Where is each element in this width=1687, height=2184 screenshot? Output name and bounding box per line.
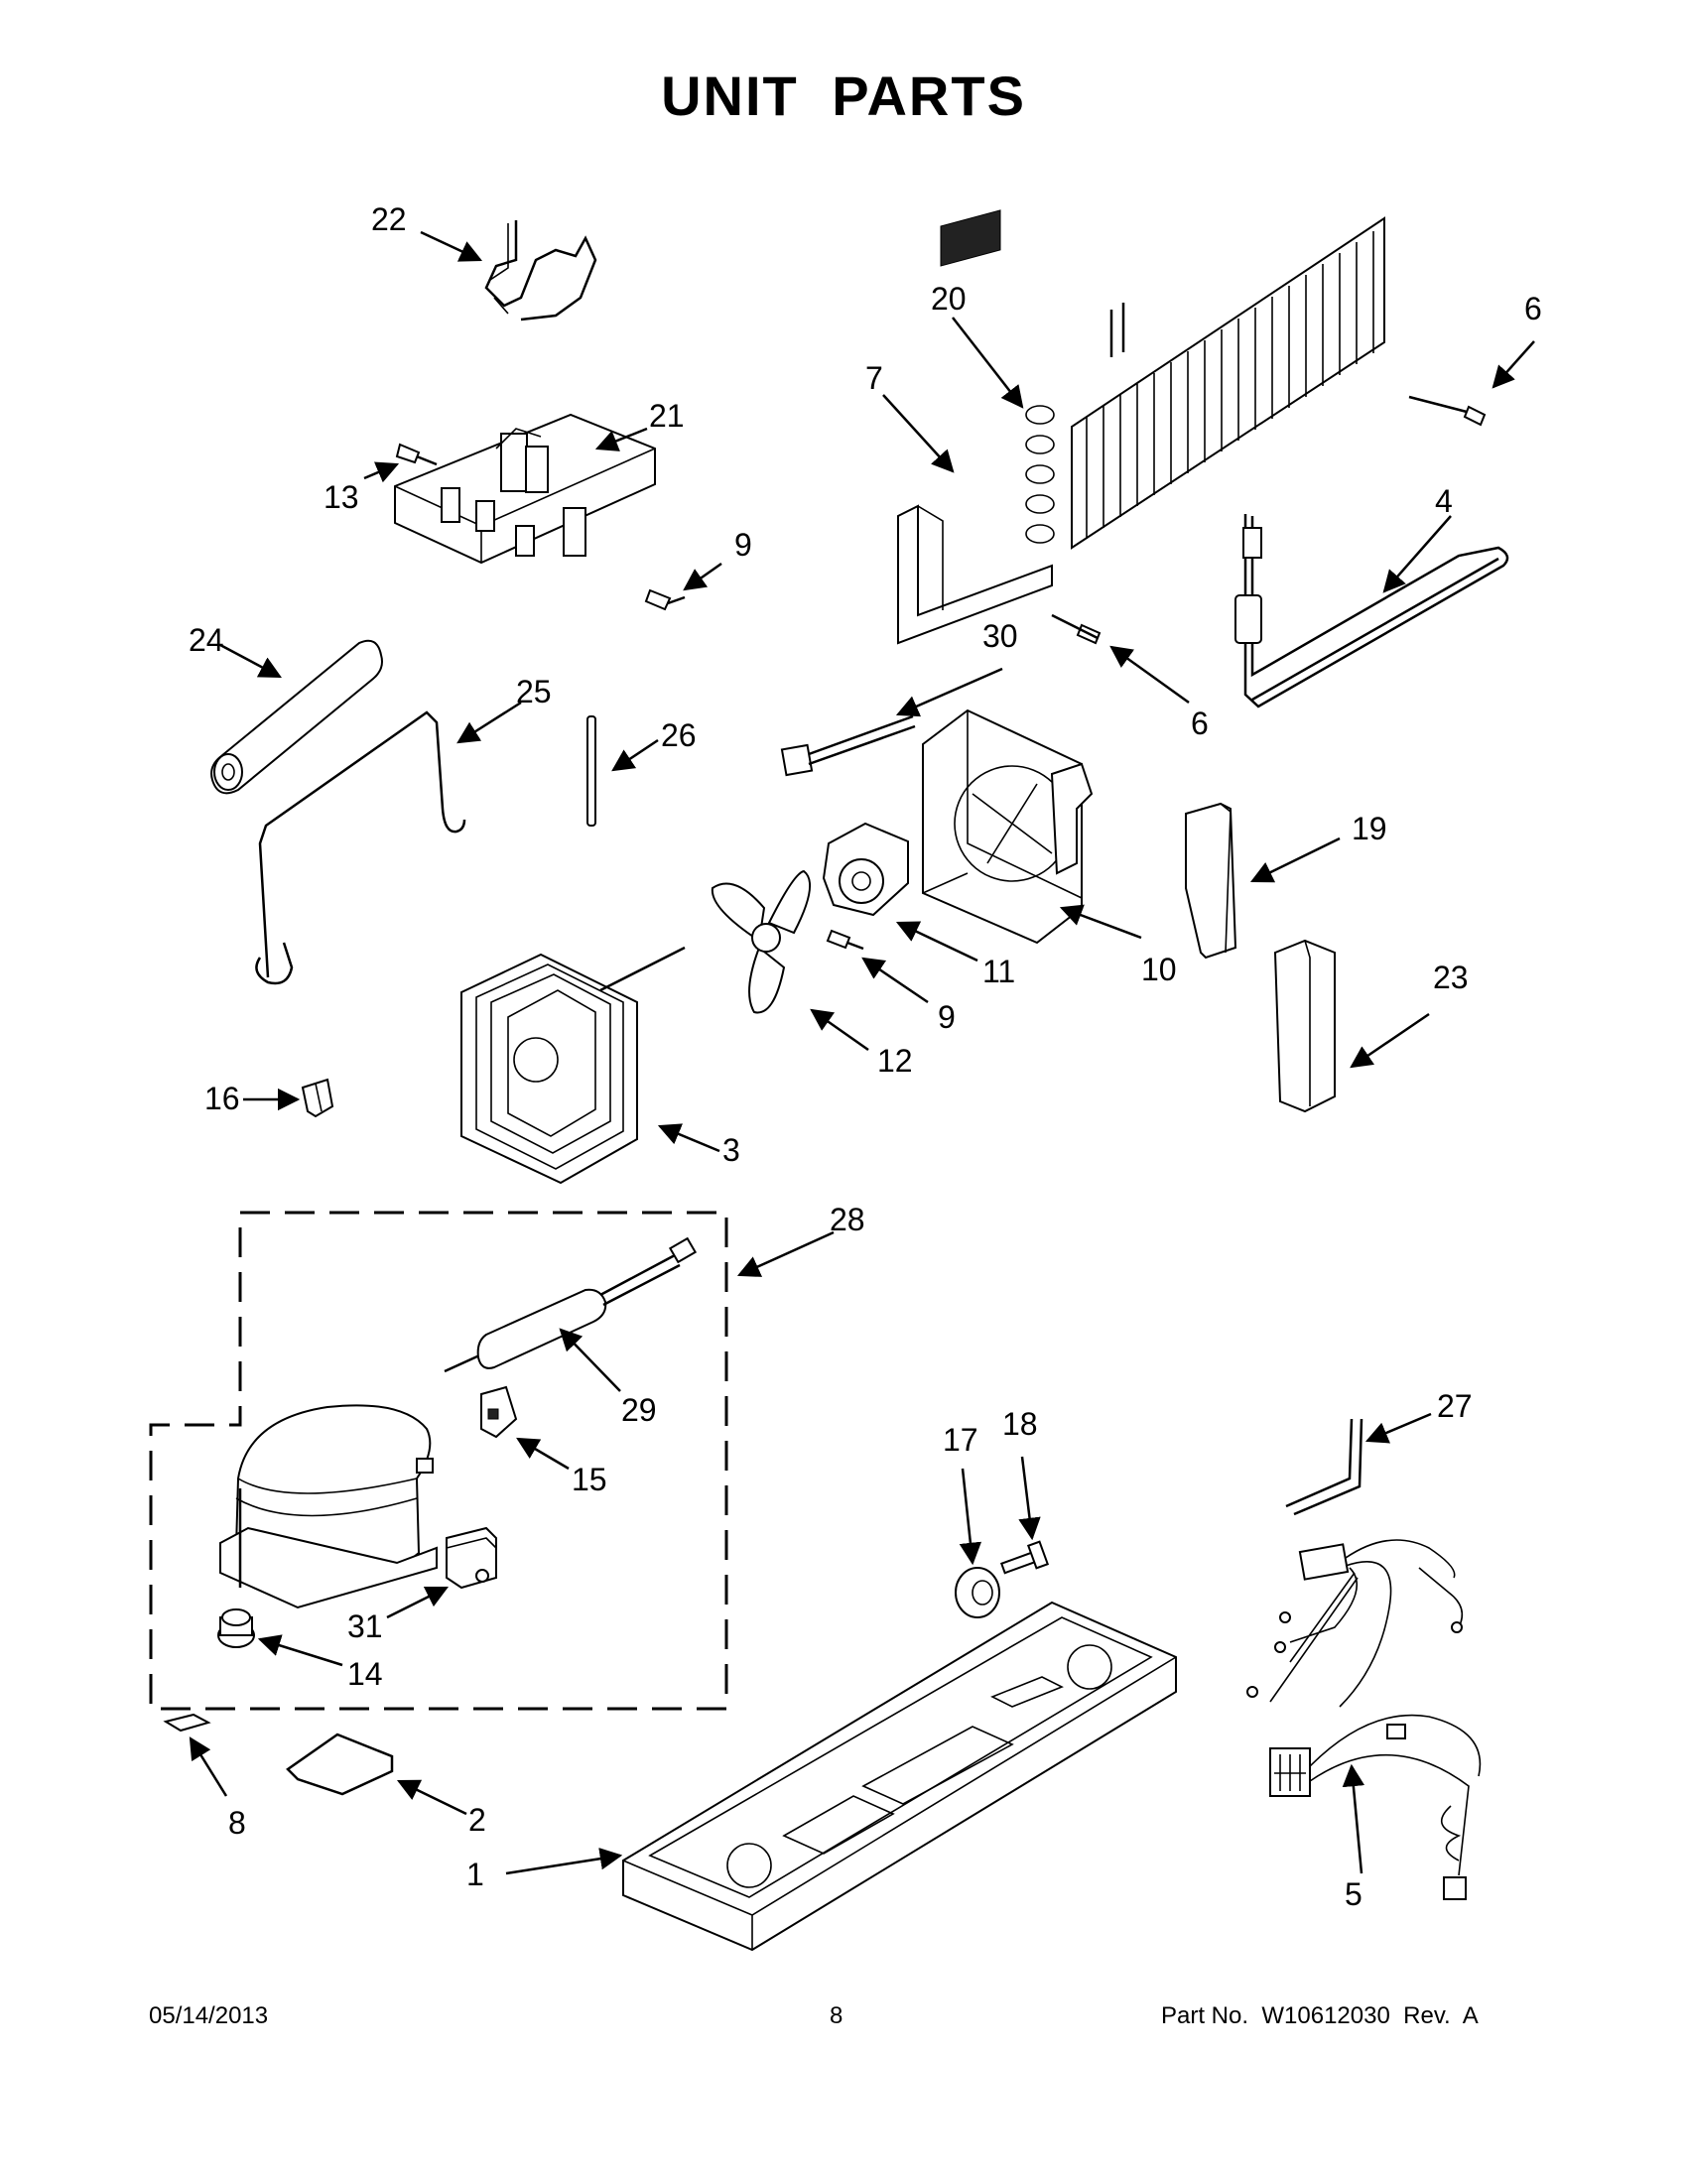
- callout-20: 20: [931, 281, 967, 317]
- part-14-grommet: [217, 1608, 255, 1648]
- part-17-roller: [955, 1567, 1000, 1618]
- part-5-wire-harness: [1246, 1539, 1482, 1900]
- callout-28: 28: [830, 1202, 865, 1237]
- callout-9-lower: 9: [938, 999, 956, 1035]
- part-23-foam-block: [1273, 939, 1336, 1113]
- footer-part-number: Part No. W10612030 Rev. A: [1161, 2002, 1479, 2029]
- callout-27: 27: [1437, 1388, 1473, 1424]
- part-25-tube: [255, 710, 466, 985]
- part-24-insulation-tube: [210, 639, 383, 795]
- callout-10: 10: [1141, 952, 1177, 987]
- callout-25: 25: [516, 674, 552, 709]
- callout-15: 15: [572, 1462, 607, 1497]
- part-30-sensor: [780, 714, 916, 777]
- part-18-screw: [999, 1540, 1050, 1575]
- part-8-clip: [163, 1713, 211, 1733]
- callout-7: 7: [865, 360, 883, 396]
- callout-26: 26: [661, 717, 697, 753]
- part-9-screw-lower: [826, 929, 864, 951]
- part-6-screw-lower: [1051, 613, 1102, 645]
- part-7-condenser-bracket: [897, 209, 1053, 645]
- callout-22: 22: [371, 201, 407, 237]
- callout-1: 1: [466, 1857, 484, 1892]
- part-3-condenser-coil: [460, 946, 686, 1185]
- part-13-screw: [395, 443, 438, 466]
- part-16-clip: [301, 1078, 334, 1118]
- callout-24: 24: [189, 622, 224, 658]
- callout-9-upper: 9: [734, 527, 752, 563]
- part-9-screw-upper: [644, 588, 686, 611]
- callout-6-lower: 6: [1191, 706, 1209, 741]
- footer-page-number: 8: [830, 2002, 844, 2029]
- callout-16: 16: [204, 1081, 240, 1116]
- part-2-wire-clip: [286, 1733, 394, 1796]
- footer-date: 05/14/2013: [149, 2002, 269, 2029]
- callout-12: 12: [877, 1043, 913, 1079]
- callout-19: 19: [1352, 811, 1387, 846]
- callout-2: 2: [468, 1802, 486, 1838]
- callout-21: 21: [649, 398, 685, 434]
- part-21-control-housing: [394, 413, 656, 565]
- part-27-tube: [1285, 1418, 1363, 1516]
- part-26-pin: [586, 715, 596, 827]
- callout-23: 23: [1433, 960, 1469, 995]
- callout-17: 17: [943, 1422, 978, 1458]
- page-title: UNIT PARTS: [661, 64, 1026, 127]
- callout-14: 14: [347, 1656, 383, 1692]
- callout-18: 18: [1002, 1406, 1038, 1442]
- part-1-base-pan: [622, 1601, 1177, 1952]
- part-28-compressor-kit-outline: [149, 1211, 728, 1711]
- part-6-screw-right: [1408, 395, 1487, 427]
- callout-13: 13: [324, 479, 359, 515]
- part-12-fan-blade: [711, 869, 811, 1014]
- part-29-drier: [444, 1236, 698, 1373]
- part-11-fan-motor: [822, 822, 909, 917]
- callout-4: 4: [1435, 483, 1453, 519]
- part-22-heater-wire: [484, 220, 597, 321]
- callout-29: 29: [621, 1392, 657, 1428]
- part-20-condenser-coil: [1025, 216, 1385, 550]
- compressor: [219, 1404, 438, 1609]
- part-4-defrost-heater: [1234, 514, 1509, 708]
- callout-6-upper: 6: [1524, 291, 1542, 326]
- callout-31: 31: [347, 1608, 383, 1644]
- part-15-relay: [480, 1385, 518, 1439]
- callout-30: 30: [982, 618, 1018, 654]
- callout-3: 3: [722, 1132, 740, 1168]
- callout-5: 5: [1345, 1876, 1363, 1912]
- part-19-foam-block: [1185, 802, 1237, 960]
- callout-8: 8: [228, 1805, 246, 1841]
- part-31-overload: [446, 1526, 497, 1590]
- callout-11: 11: [982, 954, 1015, 989]
- part-10-fan-shroud: [922, 708, 1094, 945]
